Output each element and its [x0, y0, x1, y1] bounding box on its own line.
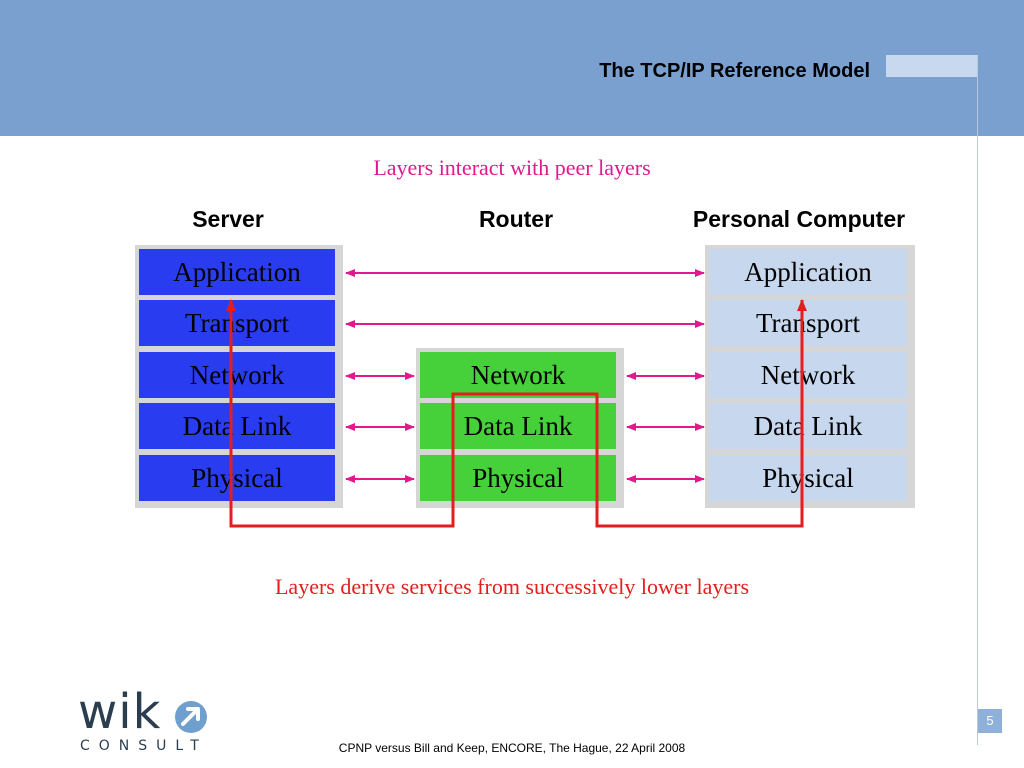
wik-consult-logo: wik CONSULT: [78, 688, 218, 758]
server-layer-transport: Transport: [139, 300, 335, 346]
column-heading-pc: Personal Computer: [692, 206, 906, 232]
pc-layer-transport: Transport: [709, 300, 907, 346]
footer-text: CPNP versus Bill and Keep, ENCORE, The H…: [338, 741, 686, 755]
header-accent-tab: [886, 55, 978, 77]
service-path: [229, 300, 804, 528]
logo-wordmark: wik: [78, 684, 162, 740]
router-layer-network: Network: [420, 352, 616, 398]
column-heading-router: Router: [478, 206, 554, 232]
subtitle-peer-layers: Layers interact with peer layers: [373, 155, 651, 180]
subtitle-lower-layers: Layers derive services from successively…: [274, 574, 750, 599]
pc-layer-data-link: Data Link: [709, 403, 907, 449]
server-layer-application: Application: [139, 249, 335, 295]
logo-tagline: CONSULT: [80, 738, 208, 754]
logo-arrow-icon: [175, 701, 207, 733]
pc-stack: Application Transport Network Data Link …: [705, 245, 915, 508]
pc-layer-physical: Physical: [709, 455, 907, 501]
server-stack: Application Transport Network Data Link …: [135, 245, 343, 508]
header-bar: [0, 0, 1024, 136]
server-layer-physical: Physical: [139, 455, 335, 501]
page-number: 5: [978, 709, 1002, 733]
column-heading-server: Server: [192, 206, 264, 232]
server-layer-network: Network: [139, 352, 335, 398]
server-layer-data-link: Data Link: [139, 403, 335, 449]
pc-layer-network: Network: [709, 352, 907, 398]
right-rule-line: [977, 55, 978, 745]
slide-title: The TCP/IP Reference Model: [599, 60, 870, 82]
pc-layer-application: Application: [709, 249, 907, 295]
